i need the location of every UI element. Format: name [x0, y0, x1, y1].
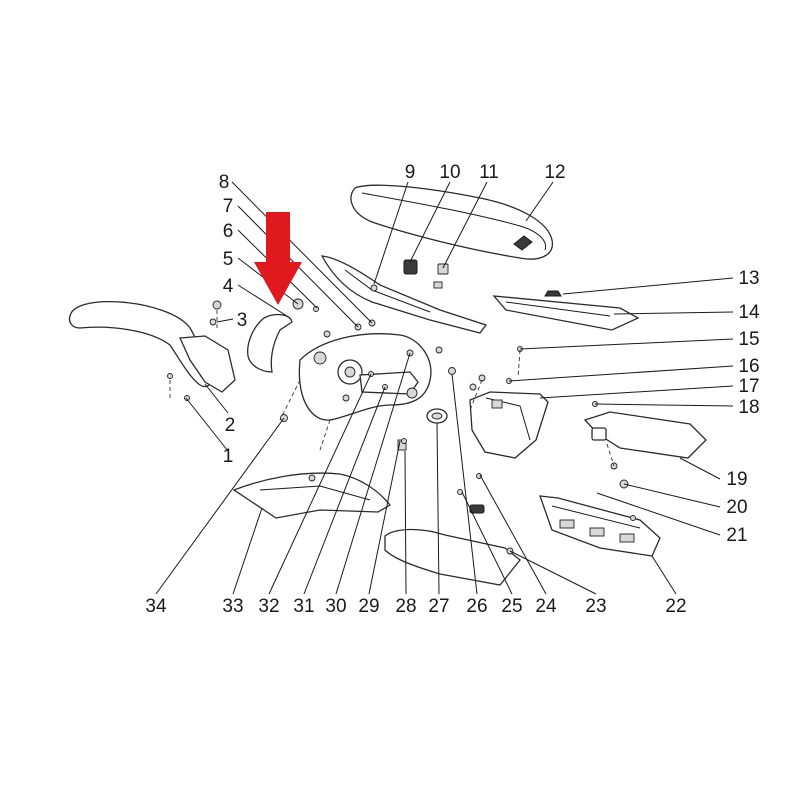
part-label: 24 [535, 596, 557, 617]
part-label: 30 [325, 596, 346, 617]
highlight-arrow-icon [254, 212, 302, 305]
part-label: 27 [428, 596, 449, 617]
part-label: 2 [225, 415, 236, 436]
part-label: 5 [223, 249, 234, 270]
part-label: 20 [726, 497, 747, 518]
part-rear-bracket [320, 255, 488, 334]
part-side-panel [232, 414, 391, 519]
part-plate-holder [539, 495, 661, 557]
part-label: 13 [738, 268, 759, 289]
part-label: 12 [544, 162, 565, 183]
part-label: 3 [237, 310, 248, 331]
part-label: 1 [223, 446, 234, 467]
part-frame-assembly [279, 319, 443, 451]
part-tail-housing [448, 346, 549, 459]
part-front-fender [68, 300, 236, 401]
part-label: 21 [726, 525, 747, 546]
part-misc-hardware [368, 371, 485, 514]
part-label: 14 [738, 302, 760, 323]
part-label: 22 [665, 596, 686, 617]
part-label: 7 [223, 196, 234, 217]
part-label: 34 [145, 596, 167, 617]
part-label: 16 [738, 356, 759, 377]
part-label: 17 [738, 376, 759, 397]
part-rear-mudguard-tip [583, 401, 707, 489]
part-label: 10 [439, 162, 460, 183]
part-label: 11 [479, 162, 499, 183]
part-label: 32 [258, 596, 279, 617]
part-label: 6 [223, 221, 234, 242]
leader-lines [155, 181, 734, 595]
part-label: 15 [738, 329, 759, 350]
part-rear-plate [492, 290, 640, 331]
part-label: 31 [293, 596, 314, 617]
part-label: 9 [405, 162, 416, 183]
part-rubber-block [403, 259, 449, 289]
part-seat [350, 184, 553, 260]
part-label: 33 [222, 596, 243, 617]
part-label: 18 [738, 397, 759, 418]
part-label: 26 [466, 596, 487, 617]
part-grommet [426, 408, 448, 424]
part-labels: 1 2 3 4 5 6 7 8 9 10 11 12 13 14 15 16 1… [145, 162, 760, 617]
part-label: 25 [501, 596, 522, 617]
part-label: 8 [219, 172, 230, 193]
part-label: 4 [223, 276, 234, 297]
part-label: 29 [358, 596, 379, 617]
part-label: 19 [726, 469, 747, 490]
part-label: 28 [395, 596, 416, 617]
part-label: 23 [585, 596, 606, 617]
